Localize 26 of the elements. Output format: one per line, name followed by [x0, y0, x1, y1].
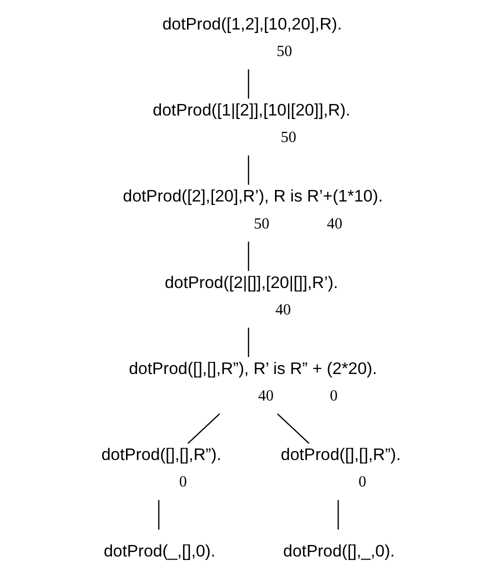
connector [276, 413, 310, 444]
node-label: 0 [330, 388, 338, 405]
node-text: dotProd(_,[],0). [104, 541, 216, 560]
connector [188, 413, 220, 444]
connector [338, 500, 339, 530]
node-text: dotProd([2|[]],[20|[]],R’). [164, 272, 338, 292]
node-label: 50 [276, 43, 292, 60]
node-text: dotProd([1,2],[10,20],R). [162, 14, 342, 34]
connector [248, 242, 250, 271]
connector [248, 328, 250, 358]
node-text: dotProd([],_,0). [283, 541, 395, 560]
node-text: dotProd([],[],R”). [101, 445, 222, 464]
node-label: 40 [275, 301, 291, 318]
node-label: 40 [326, 215, 342, 232]
node-label: 50 [254, 215, 270, 232]
connector [248, 155, 250, 185]
node-text: dotProd([1|[2]],[10|[20]],R). [152, 100, 350, 120]
node-label: 0 [179, 474, 187, 491]
node-text: dotProd([],[],R”). [280, 445, 401, 464]
node-label: 0 [358, 474, 366, 491]
connector [248, 69, 250, 99]
connector [158, 500, 160, 530]
node-text: dotProd([2],[20],R’), R is R’+(1*10). [122, 186, 383, 206]
node-label: 50 [280, 129, 296, 146]
node-label: 40 [258, 388, 274, 405]
node-text: dotProd([],[],R”), R’ is R” + (2*20). [128, 358, 378, 378]
